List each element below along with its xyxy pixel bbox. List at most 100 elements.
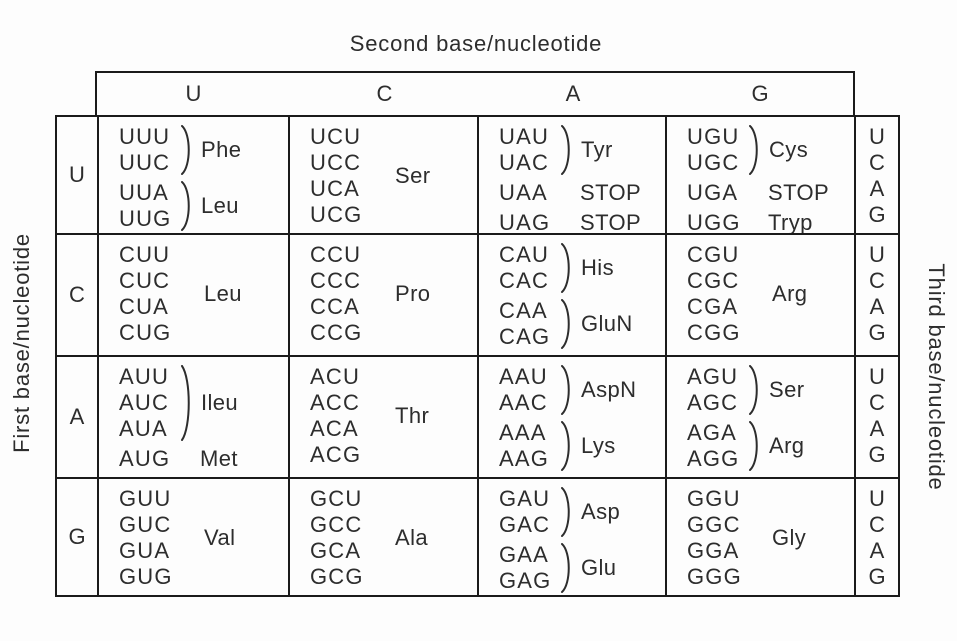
codon-group-bracket (561, 543, 570, 593)
amino-acid-label: Phe (201, 137, 242, 162)
amino-acid-label: Tyr (581, 137, 613, 162)
codon: CAC (499, 268, 550, 293)
third-base-A: A (869, 416, 885, 441)
codon: UUA (119, 180, 170, 205)
third-base-G: G (868, 442, 886, 467)
codon-list: AUG (119, 446, 179, 472)
amino-acid-label: GluN (581, 311, 633, 336)
codon: CAG (499, 324, 551, 349)
codon-group-bracket (561, 299, 570, 349)
codon: CAU (499, 242, 550, 267)
codon: CGG (687, 320, 741, 345)
amino-acid-label: Met (200, 446, 238, 471)
amino-acid-label: Ser (395, 163, 431, 188)
first-base-axis-label: First base/nucleotide (9, 233, 34, 453)
amino-acid-label: Asp (581, 499, 621, 524)
amino-acid-label: Ala (395, 525, 428, 550)
codon: ACC (310, 390, 361, 415)
amino-acid-label: Ser (769, 377, 805, 402)
codon: UUC (119, 150, 171, 175)
third-base-G: G (868, 202, 886, 227)
codon-group-bracket (749, 125, 758, 175)
codon-group-bracket (749, 421, 758, 471)
amino-acid-label: Thr (395, 403, 430, 428)
third-base-C: C (869, 150, 885, 175)
amino-acid-label: Glu (581, 555, 617, 580)
codon: UGG (687, 210, 741, 235)
stop-label: STOP (580, 180, 642, 205)
codon: GAU (499, 486, 551, 511)
codon: GCA (310, 538, 362, 563)
codon: CUA (119, 294, 170, 319)
third-base-U: U (869, 364, 885, 389)
codon: UAC (499, 150, 550, 175)
codon: GGG (687, 564, 742, 589)
first-base-A: A (57, 357, 99, 479)
amino-acid-label: Ileu (201, 390, 239, 415)
codon-group-bracket (181, 125, 190, 175)
codon: GAA (499, 542, 550, 567)
codon: GUG (119, 564, 173, 589)
codon: CCC (310, 268, 362, 293)
codon: UGU (687, 124, 740, 149)
amino-acid-label: Cys (769, 137, 809, 162)
codon-group-bracket (561, 487, 570, 537)
first-base-U: U (57, 117, 99, 235)
amino-acid-label: Arg (772, 281, 808, 306)
third-base-A: A (869, 176, 885, 201)
codon: AUC (119, 390, 170, 415)
codon: AAC (499, 390, 548, 415)
codon: UCC (310, 150, 362, 175)
third-base-A: A (869, 294, 885, 319)
codon: CGA (687, 294, 739, 319)
codon-list: UAG (499, 210, 559, 233)
codon: AUG (119, 446, 171, 471)
codon-group-bracket (561, 421, 570, 471)
second-base-G: G (751, 81, 769, 106)
codon: GUU (119, 486, 172, 511)
figure-title: Second base/nucleotide (349, 31, 603, 56)
codon: UUG (119, 206, 172, 231)
third-base-G: G (868, 564, 886, 589)
amino-acid-label: Leu (201, 193, 239, 218)
stop-label: STOP (768, 180, 830, 205)
codon-group-bracket (181, 181, 190, 231)
codon-group-bracket (561, 125, 570, 175)
codon: GCU (310, 486, 363, 511)
